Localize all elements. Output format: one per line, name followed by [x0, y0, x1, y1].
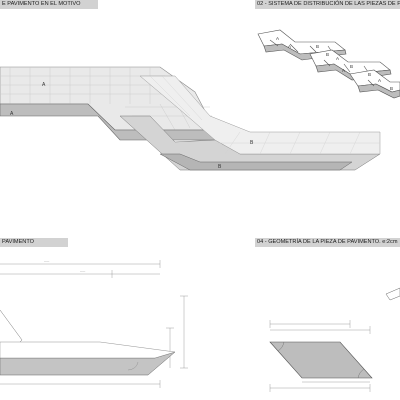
geometry-dimension-lines: [269, 320, 371, 392]
piece-label-a-band: A: [10, 111, 14, 117]
dist-label-b-4: B: [368, 72, 371, 77]
angle-arc-left: [277, 341, 285, 352]
dist-label-b-1: B: [316, 44, 319, 49]
piece-3d-top: [385, 287, 400, 301]
dist-label-a-3: A: [336, 56, 339, 61]
panel-4-title: 04 - GEOMETRÍA DE LA PIEZA DE PAVIMENTO.…: [255, 238, 400, 247]
panel-2-title: 02 - SISTEMA DE DISTRIBUCIÓN DE LAS PIEZ…: [255, 0, 400, 9]
panel-3-drawing: —— ——: [0, 250, 200, 400]
dist-label-a-2: A: [288, 44, 291, 49]
dist-label-b-3: B: [350, 64, 353, 69]
dim-text-mid: ——: [80, 270, 86, 273]
dimension-lines-right: [166, 295, 188, 369]
rhomboid-paving-piece: [269, 341, 373, 379]
panel-2-drawing: A A B B A B A B A B: [250, 12, 400, 102]
angle-arc-right: [357, 368, 365, 379]
paving-outline-diagonal: [0, 309, 23, 343]
paving-band-b-dark: [159, 153, 353, 171]
panel-1-drawing: A A B B: [0, 12, 400, 182]
piece-label-b-upper: B: [250, 140, 254, 146]
angle-arc: [127, 361, 139, 371]
dist-label-a-4: A: [342, 68, 345, 73]
paving-piece-outline: [0, 341, 176, 359]
dist-label-a-5: A: [378, 78, 381, 83]
piece-label-b-lower: B: [218, 164, 222, 170]
dim-text-top: ——: [44, 260, 50, 263]
dimension-lines-top: [0, 260, 161, 278]
panel-3-title: PAVIMENTO: [0, 238, 68, 247]
piece-label-a-top: A: [42, 82, 46, 88]
upper-right-tile-grid: [149, 75, 380, 155]
dist-label-b-5: B: [390, 86, 393, 91]
dist-label-a-1: A: [276, 36, 279, 41]
distribution-zigzag-3: [349, 69, 400, 99]
dist-label-b-2: B: [326, 52, 329, 57]
panel-4-drawing: [250, 250, 400, 400]
panel-1-title: E PAVIMENTO EN EL MOTIVO: [0, 0, 98, 9]
